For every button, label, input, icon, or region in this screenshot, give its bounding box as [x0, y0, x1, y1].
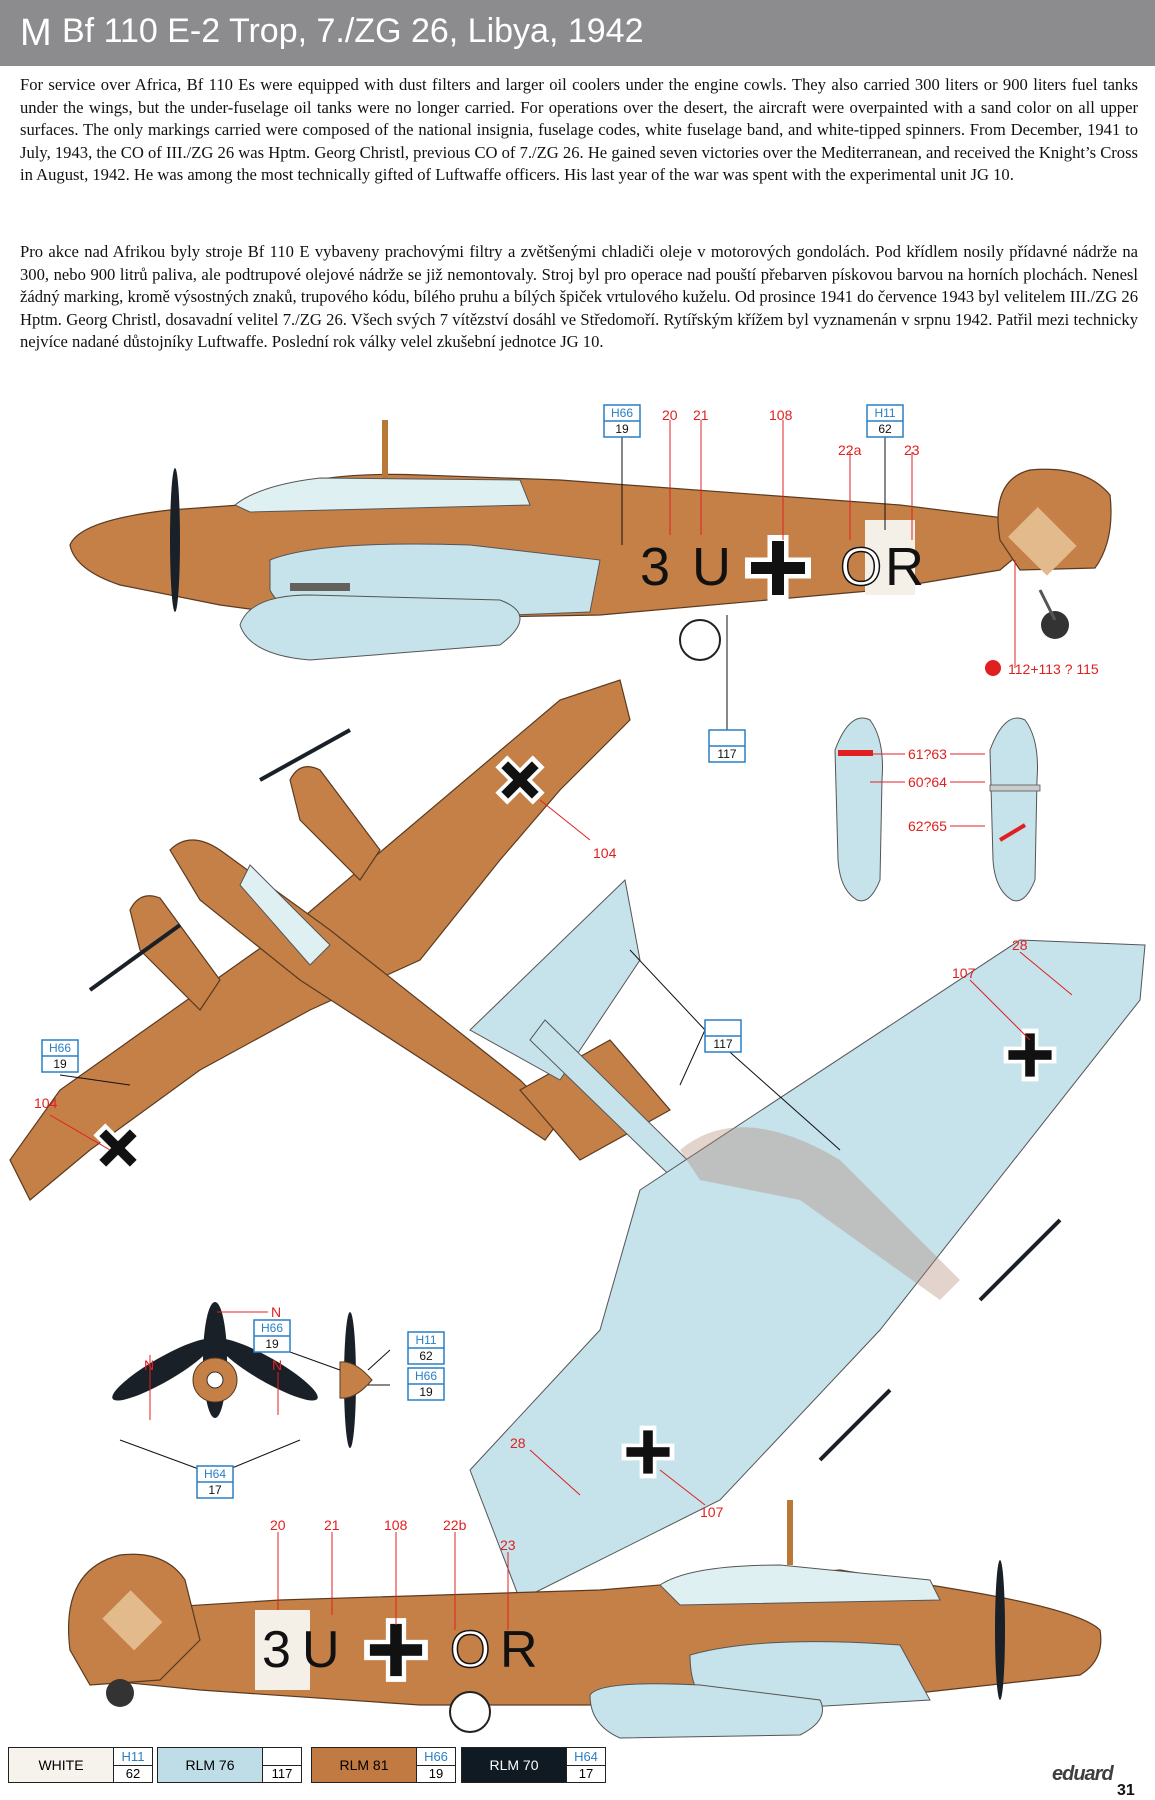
bottom-profile-callouts: 20 21 108 22b 23 [270, 1517, 516, 1630]
legend-rlm76-n: 117 [271, 1766, 293, 1782]
legend-rlm76-h [263, 1748, 301, 1766]
callout-n-right: N [272, 1357, 282, 1373]
callout-108-bottom: 108 [384, 1517, 408, 1533]
paint-box-h66-top: H66 19 [603, 404, 641, 438]
callout-n-top: N [271, 1304, 281, 1320]
svg-text:19: 19 [419, 1385, 433, 1399]
fuselage-code-r: R [885, 537, 924, 597]
callout-23-bottom: 23 [500, 1537, 516, 1553]
paint-box-h64-prop: H64 17 [196, 1465, 234, 1499]
propeller-front-view [112, 1302, 373, 1448]
callout-28-bottom: 28 [510, 1435, 526, 1451]
svg-text:19: 19 [615, 422, 629, 436]
legend-rlm81-h: H66 [417, 1748, 455, 1766]
svg-text:117: 117 [717, 747, 736, 761]
paint-box-117-plan: 117 [629, 949, 841, 1151]
page-title: Bf 110 E-2 Trop, 7./ZG 26, Libya, 1942 [62, 12, 644, 50]
fuselage-code-o: O [840, 537, 882, 597]
plan-view-bottom [469, 878, 1146, 1601]
legend-rlm70-n: 17 [578, 1766, 594, 1782]
legend-rlm81-n: 19 [428, 1766, 444, 1782]
page-header: M Bf 110 E-2 Trop, 7./ZG 26, Libya, 1942 [0, 0, 1155, 66]
plan-view-callouts: 104 104 28 107 28 107 [34, 799, 1073, 1520]
side-profile-left: 3 U O R [69, 420, 1112, 661]
callout-tank-c: 62?65 [908, 818, 947, 834]
paint-box-h11-prop: H11 62 [407, 1331, 445, 1365]
svg-text:62: 62 [419, 1349, 433, 1363]
page-number: 31 [1117, 1782, 1135, 1799]
svg-text:117: 117 [713, 1037, 732, 1051]
legend-white-swatch: WHITE [9, 1748, 113, 1782]
plan-view-top [9, 679, 671, 1201]
callout-108: 108 [769, 407, 793, 423]
svg-text:H66: H66 [611, 406, 633, 420]
legend-rlm81-name: RLM 81 [339, 1757, 389, 1773]
paint-box-h11-top: H11 62 [866, 404, 904, 438]
callout-20-bottom: 20 [270, 1517, 286, 1533]
fuselage-code-u-right: U [302, 1621, 340, 1679]
svg-text:H66: H66 [415, 1369, 437, 1383]
svg-text:62: 62 [878, 422, 892, 436]
callout-28-top: 28 [1012, 937, 1028, 953]
svg-text:19: 19 [265, 1337, 279, 1351]
callout-107-bottom: 107 [700, 1504, 724, 1520]
legend-white-name: WHITE [38, 1757, 84, 1773]
callout-22a: 22a [838, 442, 862, 458]
paint-box-h66-spinner: H66 19 [407, 1367, 445, 1401]
svg-text:H66: H66 [261, 1321, 283, 1335]
callout-104-wing: 104 [593, 845, 617, 861]
callout-tank-a: 61?63 [908, 746, 947, 762]
legend-white-h: H11 [114, 1748, 152, 1766]
paint-box-h66-prop: H66 19 [253, 1319, 291, 1353]
callout-20: 20 [662, 407, 678, 423]
svg-text:17: 17 [208, 1483, 222, 1497]
legend-rlm81-swatch: RLM 81 [312, 1748, 416, 1782]
legend-rlm70-h: H64 [567, 1748, 605, 1766]
legend-rlm76: RLM 76 117 [157, 1747, 302, 1783]
svg-text:H11: H11 [415, 1333, 436, 1347]
callout-tail: 112+113 ? 115 [1008, 661, 1099, 677]
callout-21: 21 [693, 407, 709, 423]
legend-rlm76-swatch: RLM 76 [158, 1748, 262, 1782]
paint-box-117-top: 117 [708, 729, 746, 763]
brand-logo: eduard [1052, 1763, 1114, 1785]
svg-text:19: 19 [53, 1057, 67, 1071]
callout-22b-bottom: 22b [443, 1517, 467, 1533]
callout-23: 23 [904, 442, 920, 458]
top-profile-callouts: 20 21 108 22a 23 112+113 ? 115 [621, 407, 1099, 730]
paint-box-h66-plan: H66 19 [41, 1039, 131, 1086]
callout-104-left: 104 [34, 1095, 58, 1111]
legend-white-n: 62 [125, 1766, 141, 1782]
callout-21-bottom: 21 [324, 1517, 340, 1533]
description-czech: Pro akce nad Afrikou byly stroje Bf 110 … [20, 242, 1138, 352]
side-profile-right: 3 U O R [68, 1500, 1102, 1739]
svg-text:H11: H11 [874, 406, 895, 420]
svg-text:H64: H64 [204, 1467, 226, 1481]
legend-rlm70-swatch: RLM 70 [462, 1748, 566, 1782]
fuselage-code-o-right: O [450, 1621, 490, 1679]
callout-tank-b: 60?64 [908, 774, 947, 790]
description-english: For service over Africa, Bf 110 Es were … [20, 75, 1138, 185]
legend-rlm76-name: RLM 76 [185, 1757, 235, 1773]
fuselage-code-3: 3 [640, 537, 670, 597]
legend-white: WHITE H11 62 [8, 1747, 153, 1783]
legend-rlm70: RLM 70 H64 17 [461, 1747, 606, 1783]
callout-107-top: 107 [952, 965, 976, 981]
legend-rlm70-name: RLM 70 [489, 1757, 539, 1773]
legend-rlm81: RLM 81 H66 19 [311, 1747, 456, 1783]
fuselage-code-u: U [692, 537, 731, 597]
drop-tank-views: 61?63 60?64 62?65 [834, 717, 1041, 902]
callout-n-left: N [144, 1357, 154, 1373]
fuselage-code-3-right: 3 [262, 1621, 291, 1679]
profile-letter: M [20, 12, 52, 54]
svg-text:H66: H66 [49, 1041, 71, 1055]
fuselage-code-r-right: R [500, 1621, 538, 1679]
